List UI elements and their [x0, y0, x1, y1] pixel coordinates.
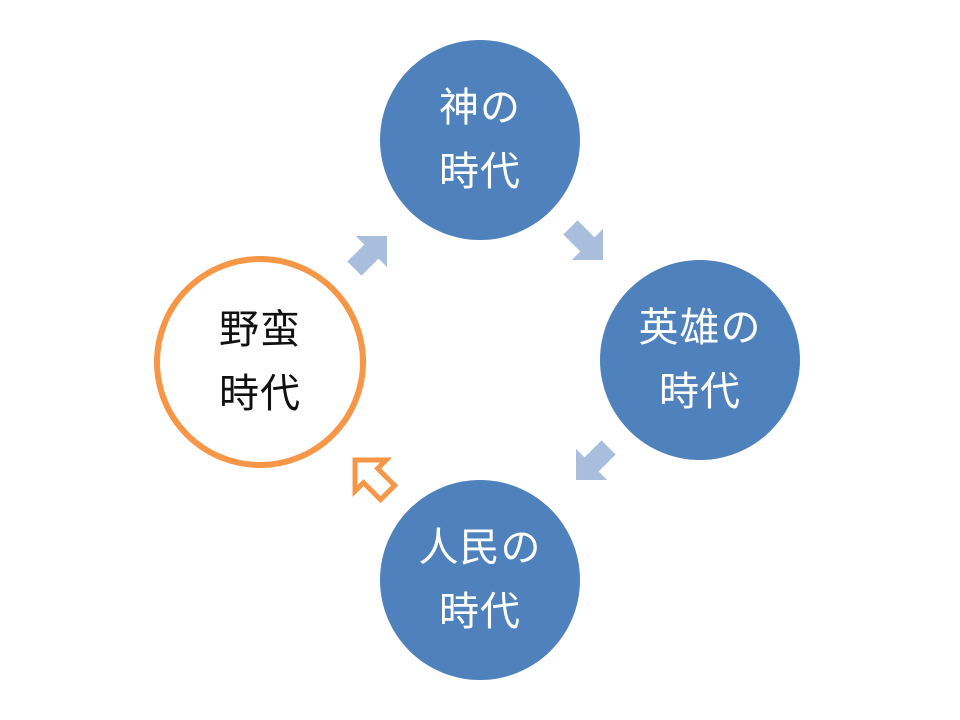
node-label-line2: 時代	[439, 589, 521, 635]
arrow-shape-highlighted	[352, 457, 399, 504]
arrow-heroes-to-people	[576, 440, 616, 480]
arrow-people-to-barbarism	[352, 457, 399, 504]
node-label-line1: 野蛮	[219, 307, 301, 353]
node-age-of-people: 人民の 時代	[380, 480, 580, 680]
node-label-line1: 英雄の	[638, 305, 762, 351]
arrow-gods-to-heroes	[563, 220, 603, 260]
node-label-line1: 人民の	[418, 525, 542, 571]
node-label-line2: 時代	[439, 149, 521, 195]
node-label-line1: 神の	[439, 85, 521, 131]
node-age-of-gods: 神の 時代	[380, 40, 580, 240]
arrow-shape	[347, 236, 387, 276]
node-age-of-barbarism: 野蛮 時代	[154, 256, 366, 468]
node-label-line2: 時代	[219, 371, 301, 417]
node-label-line2: 時代	[659, 369, 741, 415]
arrow-barbarism-to-gods	[347, 236, 387, 276]
node-age-of-heroes: 英雄の 時代	[600, 260, 800, 460]
arrow-shape	[576, 440, 616, 480]
arrow-shape	[563, 220, 603, 260]
